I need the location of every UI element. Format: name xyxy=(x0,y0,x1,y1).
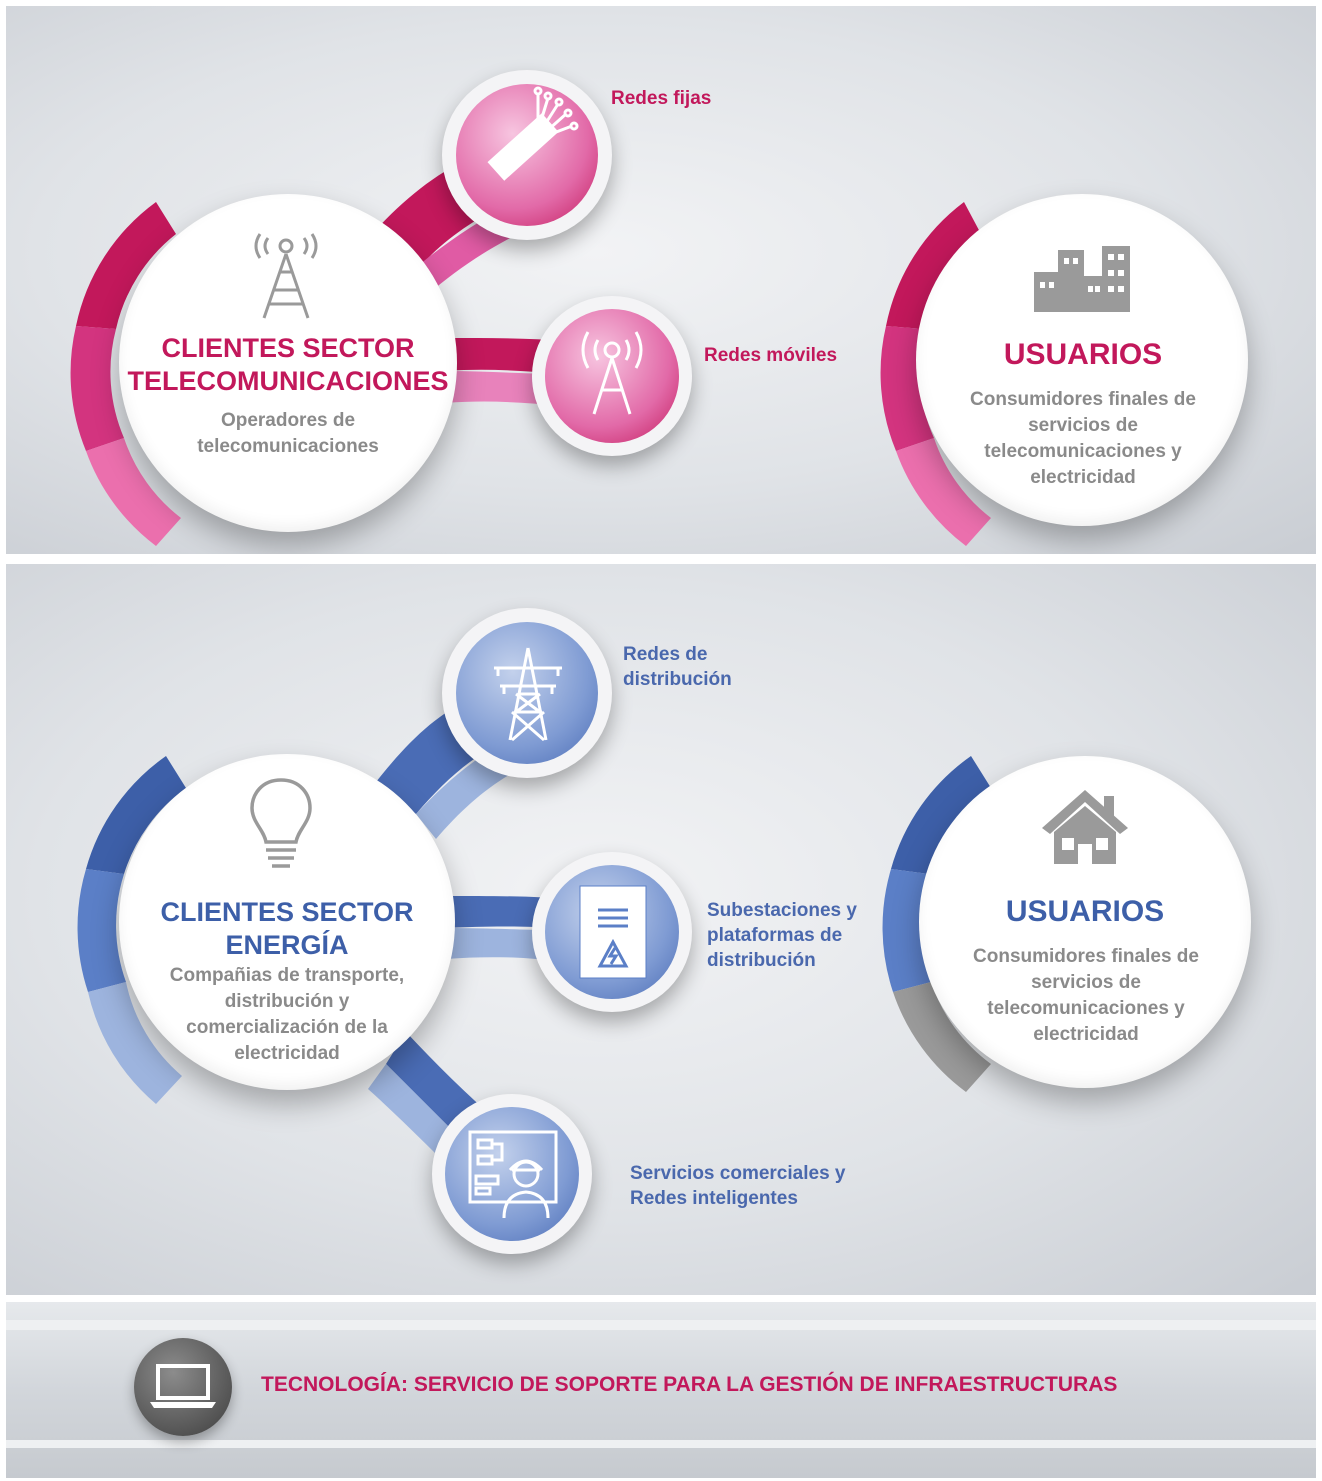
tech-top-stripe xyxy=(6,1320,1316,1330)
telecom-users-title: USUARIOS xyxy=(1003,338,1163,371)
telecom-client-title: CLIENTES SECTOR TELECOMUNICACIONES xyxy=(127,333,449,396)
antenna-tower-icon xyxy=(254,233,318,319)
energy-users-title: USUARIOS xyxy=(1005,895,1165,928)
laptop-icon xyxy=(150,1364,216,1408)
technology-panel: TECNOLOGÍA: SERVICIO DE SOPORTE PARA LA … xyxy=(6,1302,1316,1478)
telecom-panel: CLIENTES SECTOR TELECOMUNICACIONES Opera… xyxy=(6,6,1316,554)
electrical-panel-icon xyxy=(579,885,647,979)
energy-client-subtitle: Compañias de transporte, distribución y … xyxy=(169,965,405,1064)
telecom-client-subtitle: Operadores de telecomunicaciones xyxy=(197,410,379,457)
light-bulb-icon xyxy=(250,778,312,868)
telecom-users-subtitle: Consumidores finales de servicios de tel… xyxy=(970,389,1196,488)
buildings-icon xyxy=(1034,246,1130,312)
substations-label: Subestaciones y plataformas de distribuc… xyxy=(707,900,857,971)
energy-client-circle xyxy=(119,754,455,1090)
distribution-networks-label: Redes de distribución xyxy=(623,644,732,690)
laptop-icon-circle xyxy=(134,1338,232,1436)
telecom-users-circle xyxy=(916,194,1248,526)
power-pylon-icon xyxy=(494,647,562,742)
energy-right-arc xyxy=(882,756,991,1092)
mobile-networks-label: Redes móviles xyxy=(704,345,838,366)
house-icon xyxy=(1042,790,1128,864)
fixed-networks-label: Redes fijas xyxy=(611,88,712,109)
telecom-left-arc xyxy=(70,202,181,546)
technology-label: TECNOLOGÍA: SERVICIO DE SOPORTE PARA LA … xyxy=(261,1373,1118,1396)
mobile-antenna-icon xyxy=(581,331,643,415)
tech-bottom-stripe xyxy=(6,1440,1316,1448)
energy-left-arc xyxy=(77,756,186,1104)
energy-client-title: CLIENTES SECTOR ENERGÍA xyxy=(160,897,414,960)
telecom-right-arc xyxy=(880,202,991,546)
energy-users-subtitle: Consumidores finales de servicios de tel… xyxy=(973,946,1199,1045)
fiber-optic-cable-icon xyxy=(487,86,579,181)
mobile-networks-inner xyxy=(545,309,679,443)
energy-panel: CLIENTES SECTOR ENERGÍA Compañias de tra… xyxy=(6,564,1316,1295)
engineer-dashboard-icon xyxy=(468,1130,558,1219)
commercial-services-label: Servicios comerciales y Redes inteligent… xyxy=(630,1163,846,1209)
